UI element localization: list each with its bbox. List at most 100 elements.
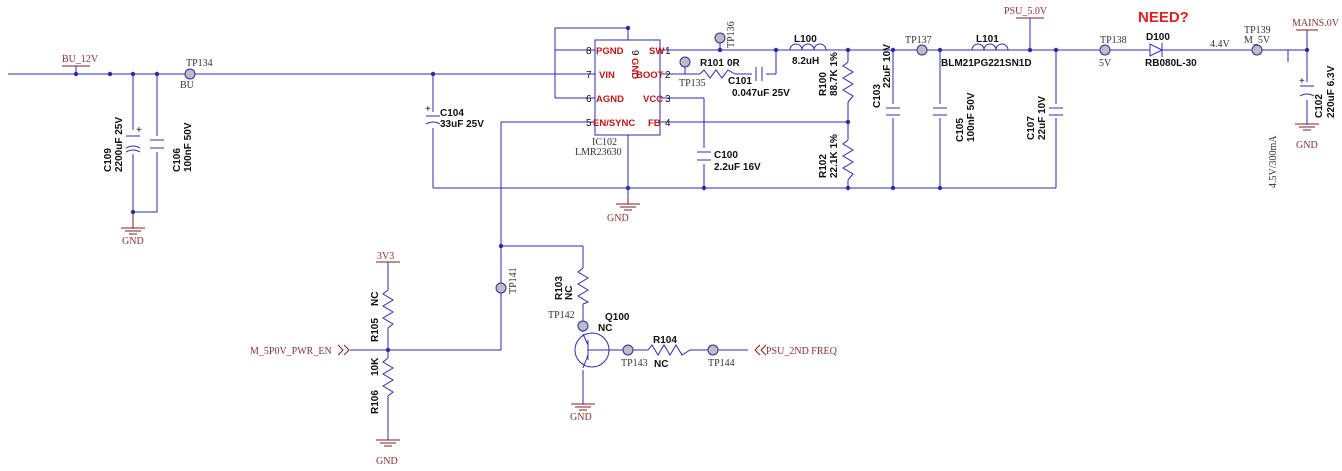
c107: C107 22uF 10V	[1026, 96, 1063, 140]
r105-value: NC	[370, 292, 381, 306]
net-3v3: 3V3	[377, 251, 394, 262]
wires	[8, 18, 1308, 440]
tp143-label: TP143	[621, 358, 648, 369]
gnd-symbol-ic: GND	[607, 196, 640, 224]
ic-pin-num-4: 4	[665, 118, 671, 129]
net-psu-5v: PSU_5.0V	[1004, 6, 1048, 17]
tp144-label: TP144	[708, 358, 735, 369]
port-psu-freq: PSU_2ND FREQ	[754, 344, 838, 357]
net-m-5v: M_5V	[1244, 35, 1271, 46]
r104-value: NC	[654, 359, 668, 370]
c104-ref: C104	[440, 108, 464, 119]
ic-pin-num-3: 3	[665, 94, 671, 105]
d100-value: RB080L-30	[1145, 58, 1197, 69]
r100-value: 88.7K 1%	[829, 52, 840, 96]
c100: C100 2.2uF 16V	[697, 150, 761, 173]
tp136: TP136	[714, 21, 737, 48]
gnd-symbol-q100: GND	[570, 403, 595, 423]
c107-value: 22uF 10V	[1037, 96, 1048, 140]
ic-pin-name-fb: FB	[648, 118, 661, 129]
c109-ref: C109	[103, 148, 114, 172]
ic-pin-name-agnd: AGND	[596, 94, 624, 105]
l101-ref: L101	[976, 34, 999, 45]
net-mains-5v: MAINS.0V	[1292, 18, 1340, 29]
c103: C103 22uF 10V	[872, 44, 900, 116]
ic-pin-num-2: 2	[665, 70, 671, 81]
tp142: TP142	[548, 310, 589, 332]
ic-pin-name-pgnd: PGND	[596, 46, 624, 57]
net-pwr-en: M_5P0V_PWR_EN	[250, 346, 332, 357]
gnd-label-q100: GND	[570, 412, 592, 423]
tp137-label: TP137	[905, 35, 932, 46]
net-bu-12v: BU_12V	[62, 54, 99, 65]
c109: + C109 2200uF 25V	[103, 117, 142, 172]
c102-value: 220uF 6.3V	[1326, 65, 1337, 118]
ic-pin-name-vcc: VCC	[643, 94, 663, 105]
tp134: TP134	[184, 58, 213, 80]
r101: R101 0R	[699, 58, 741, 79]
gnd-label-left: GND	[122, 236, 144, 247]
c100-value: 2.2uF 16V	[714, 162, 761, 173]
gnd-label-r106: GND	[376, 456, 398, 467]
c104: + C104 33uF 25V	[425, 104, 484, 130]
svg-text:+: +	[425, 104, 431, 115]
r104-ref: R104	[653, 335, 677, 346]
c106-value: 100nF 50V	[183, 122, 194, 172]
c102-ref: C102	[1314, 94, 1325, 118]
d100-ref: D100	[1146, 32, 1170, 43]
ic-pin-name-gnd: GND	[629, 58, 640, 79]
l100: L100 8.2uH	[789, 34, 827, 67]
gnd-label-ic: GND	[607, 213, 629, 224]
current-note: 4.5V/300mA	[1268, 135, 1279, 188]
c103-value: 22uF 10V	[882, 44, 893, 88]
l101: L101 BLM21PG221SN1D	[941, 34, 1032, 69]
test-points: TP134 TP135 TP136 TP137 TP138 TP139 TP14…	[184, 21, 1271, 369]
r106: R106 10K	[370, 357, 394, 414]
ic-pin-num-5: 5	[586, 118, 592, 129]
ic-pin-num-6: 6	[586, 94, 592, 105]
r101-value: 0R	[727, 58, 741, 69]
d100: D100 RB080L-30	[1125, 32, 1197, 69]
c105-value: 100nF 50V	[966, 92, 977, 142]
r103: R103 NC	[554, 267, 590, 305]
c101-ref: C101	[728, 76, 752, 87]
ic-pin-name-boot: BOOT	[636, 70, 664, 81]
tp143: TP143	[621, 344, 648, 369]
tp139-label: TP139	[1244, 25, 1271, 36]
gnd-label-c102: GND	[1296, 140, 1318, 151]
r102-ref: R102	[818, 154, 829, 178]
r101-ref: R101	[700, 58, 724, 69]
ic-ref: IC102	[592, 137, 617, 148]
c106: C106 100nF 50V	[150, 122, 194, 172]
r102-value: 22.1K 1%	[829, 134, 840, 178]
r106-value: 10K	[370, 357, 381, 376]
r103-value: NC	[564, 286, 575, 300]
ic102: 8 PGND 7 VIN 6 AGND 5 EN/SYNC SW 1 BOOT …	[575, 28, 672, 158]
tp136-label: TP136	[726, 21, 737, 48]
q100-value: NC	[598, 323, 612, 334]
tp135-label: TP135	[679, 78, 706, 89]
c107-ref: C107	[1026, 116, 1037, 140]
junction-dots	[73, 25, 1310, 353]
l101-value: BLM21PG221SN1D	[941, 58, 1032, 69]
svg-text:+: +	[1299, 76, 1305, 87]
net-psu-freq: PSU_2ND FREQ	[766, 346, 838, 357]
c105: C105 100nF 50V	[933, 92, 977, 142]
tp141: TP141	[495, 267, 519, 294]
r104: R104 NC	[647, 335, 691, 370]
c105-ref: C105	[955, 118, 966, 142]
q100: Q100 NC	[574, 312, 630, 369]
c103-ref: C103	[872, 84, 883, 108]
need-note: NEED?	[1138, 9, 1189, 26]
ic-pin-num-9: 9	[629, 50, 640, 56]
c101-value: 0.047uF 25V	[732, 88, 790, 99]
l100-ref: L100	[794, 34, 817, 45]
ic-pin-name-en-sync: EN/SYNC	[593, 118, 635, 129]
tp134-label: TP134	[186, 58, 213, 69]
l100-value: 8.2uH	[792, 56, 819, 67]
c100-ref: C100	[714, 150, 738, 161]
ic-pin-num-7: 7	[586, 70, 592, 81]
r100-ref: R100	[818, 72, 829, 96]
r102: R102 22.1K 1%	[818, 134, 854, 181]
r105-ref: R105	[370, 318, 381, 342]
